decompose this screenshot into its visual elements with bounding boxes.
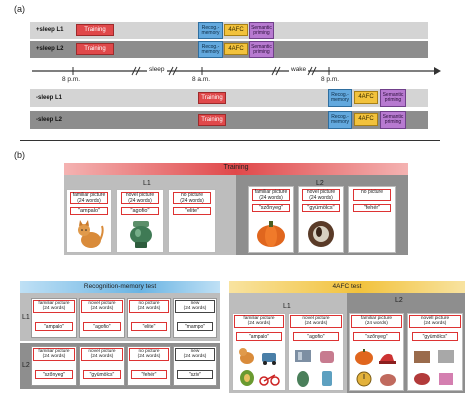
wake-label: wake bbox=[289, 66, 309, 73]
four-choice-images-icon bbox=[355, 349, 396, 387]
recognition-memory-box: Recog.- memory bbox=[198, 41, 223, 58]
cell-caption: familiar picture(24 words) bbox=[33, 300, 75, 313]
semantic-priming-box: Semantic priming bbox=[380, 89, 406, 107]
panel-a-label: (a) bbox=[14, 4, 25, 14]
card-word: "ampalo" bbox=[236, 332, 282, 341]
cell-word: "mampo" bbox=[177, 322, 213, 331]
recognition-l1-label: L1 bbox=[22, 314, 30, 321]
cell-caption: novel picture(24 words) bbox=[81, 300, 123, 313]
recognition-memory-box: Recog.- memory bbox=[328, 111, 352, 129]
4afc-box: 4AFC bbox=[354, 91, 378, 104]
training-title: Training bbox=[223, 164, 249, 171]
training-box: Training bbox=[76, 24, 114, 36]
afc-l2-label: L2 bbox=[395, 297, 403, 304]
training-header bbox=[64, 163, 408, 175]
cat-icon bbox=[78, 220, 104, 248]
time-label-8am: 8 a.m. bbox=[192, 76, 211, 83]
card-word: "gyümölcs" bbox=[412, 332, 458, 341]
cell-caption: familiar picture(24 words) bbox=[33, 348, 75, 361]
four-choice-images-icon bbox=[414, 350, 454, 385]
recognition-header bbox=[20, 281, 220, 293]
cell-caption: no picture(24 words) bbox=[129, 300, 169, 313]
time-label-8pm: 8 p.m. bbox=[62, 76, 81, 83]
cell-word: "fehér" bbox=[131, 370, 167, 379]
card-word: "fehér" bbox=[353, 204, 391, 212]
cell-word: "gyümölcs" bbox=[83, 370, 121, 379]
four-choice-images-icon bbox=[239, 348, 280, 386]
afc-l1-label: L1 bbox=[283, 303, 291, 310]
pumpkin-icon bbox=[257, 221, 285, 247]
training-l2-label: L2 bbox=[316, 180, 324, 187]
sleep-label: sleep bbox=[147, 66, 167, 73]
card-caption: novell picture(24 words) bbox=[409, 315, 461, 328]
row-label: -sleep L2 bbox=[36, 117, 63, 123]
cell-word: "sziv" bbox=[177, 370, 213, 379]
cell-caption: new(24 words) bbox=[175, 348, 215, 361]
4afc-box: 4AFC bbox=[224, 24, 248, 36]
row-label: +sleep L1 bbox=[36, 27, 64, 33]
timeline-axis bbox=[32, 66, 441, 76]
cell-word: "szőnyeg" bbox=[35, 370, 73, 379]
time-label-8pm-2: 8 p.m. bbox=[321, 76, 340, 83]
card-word: "elite" bbox=[173, 207, 211, 215]
semantic-priming-box: Semantic priming bbox=[380, 111, 406, 129]
semantic-priming-box: Semantic priming bbox=[249, 22, 274, 39]
card-caption: no picture(24 words) bbox=[173, 192, 211, 204]
training-box: Training bbox=[76, 43, 114, 55]
row-label: -sleep L1 bbox=[36, 95, 63, 101]
cell-word: "agofio" bbox=[83, 322, 121, 331]
training-box: Training bbox=[198, 92, 226, 104]
card-caption: novel picture(24 words) bbox=[121, 192, 159, 204]
cell-word: "ampalo" bbox=[35, 322, 73, 331]
card-caption: novel picture(24 words) bbox=[302, 189, 340, 201]
semantic-priming-box: Semantic priming bbox=[249, 41, 274, 58]
card-caption: familiar picture(24 words) bbox=[234, 315, 284, 328]
card-word: "ampalo" bbox=[70, 207, 108, 215]
card-word: "szőnyeg" bbox=[252, 204, 290, 212]
cell-caption: new(24 words) bbox=[175, 300, 215, 313]
card-caption: no picture bbox=[353, 189, 391, 201]
recognition-title: Recognition-memory test bbox=[83, 283, 157, 290]
recognition-memory-box: Recog.- memory bbox=[328, 89, 352, 107]
training-box: Training bbox=[198, 114, 226, 126]
card-caption: novel picture(24 words) bbox=[290, 315, 342, 328]
card-word: "agofio" bbox=[121, 207, 159, 215]
novel-object-icon bbox=[130, 221, 152, 248]
recognition-memory-box: Recog.- memory bbox=[198, 22, 223, 39]
afc-title: 4AFC test bbox=[332, 283, 362, 290]
section-divider bbox=[20, 140, 440, 141]
novel-object-icon bbox=[308, 221, 334, 247]
card-caption: familiar picture(24 words) bbox=[70, 192, 108, 204]
4afc-box: 4AFC bbox=[224, 43, 248, 55]
afc-header bbox=[229, 281, 465, 293]
4afc-box: 4AFC bbox=[354, 113, 378, 126]
row-label: +sleep L2 bbox=[36, 46, 64, 52]
training-l1-label: L1 bbox=[143, 180, 151, 187]
cell-caption: no picture(24 words) bbox=[129, 348, 169, 361]
panel-b-label: (b) bbox=[14, 150, 25, 160]
four-choice-images-icon bbox=[295, 350, 334, 387]
card-word: "szőnyeg" bbox=[353, 332, 400, 341]
card-word: "agofio" bbox=[293, 332, 339, 341]
card-word: "gyümölcs" bbox=[302, 204, 340, 212]
card-caption: familiar picture(24 words) bbox=[252, 189, 290, 201]
card-caption: familiar picture(24 words) bbox=[351, 315, 402, 328]
cell-caption: novel picture(24 words) bbox=[81, 348, 123, 361]
recognition-l2-label: L2 bbox=[22, 362, 30, 369]
cell-word: "elite" bbox=[131, 322, 167, 331]
